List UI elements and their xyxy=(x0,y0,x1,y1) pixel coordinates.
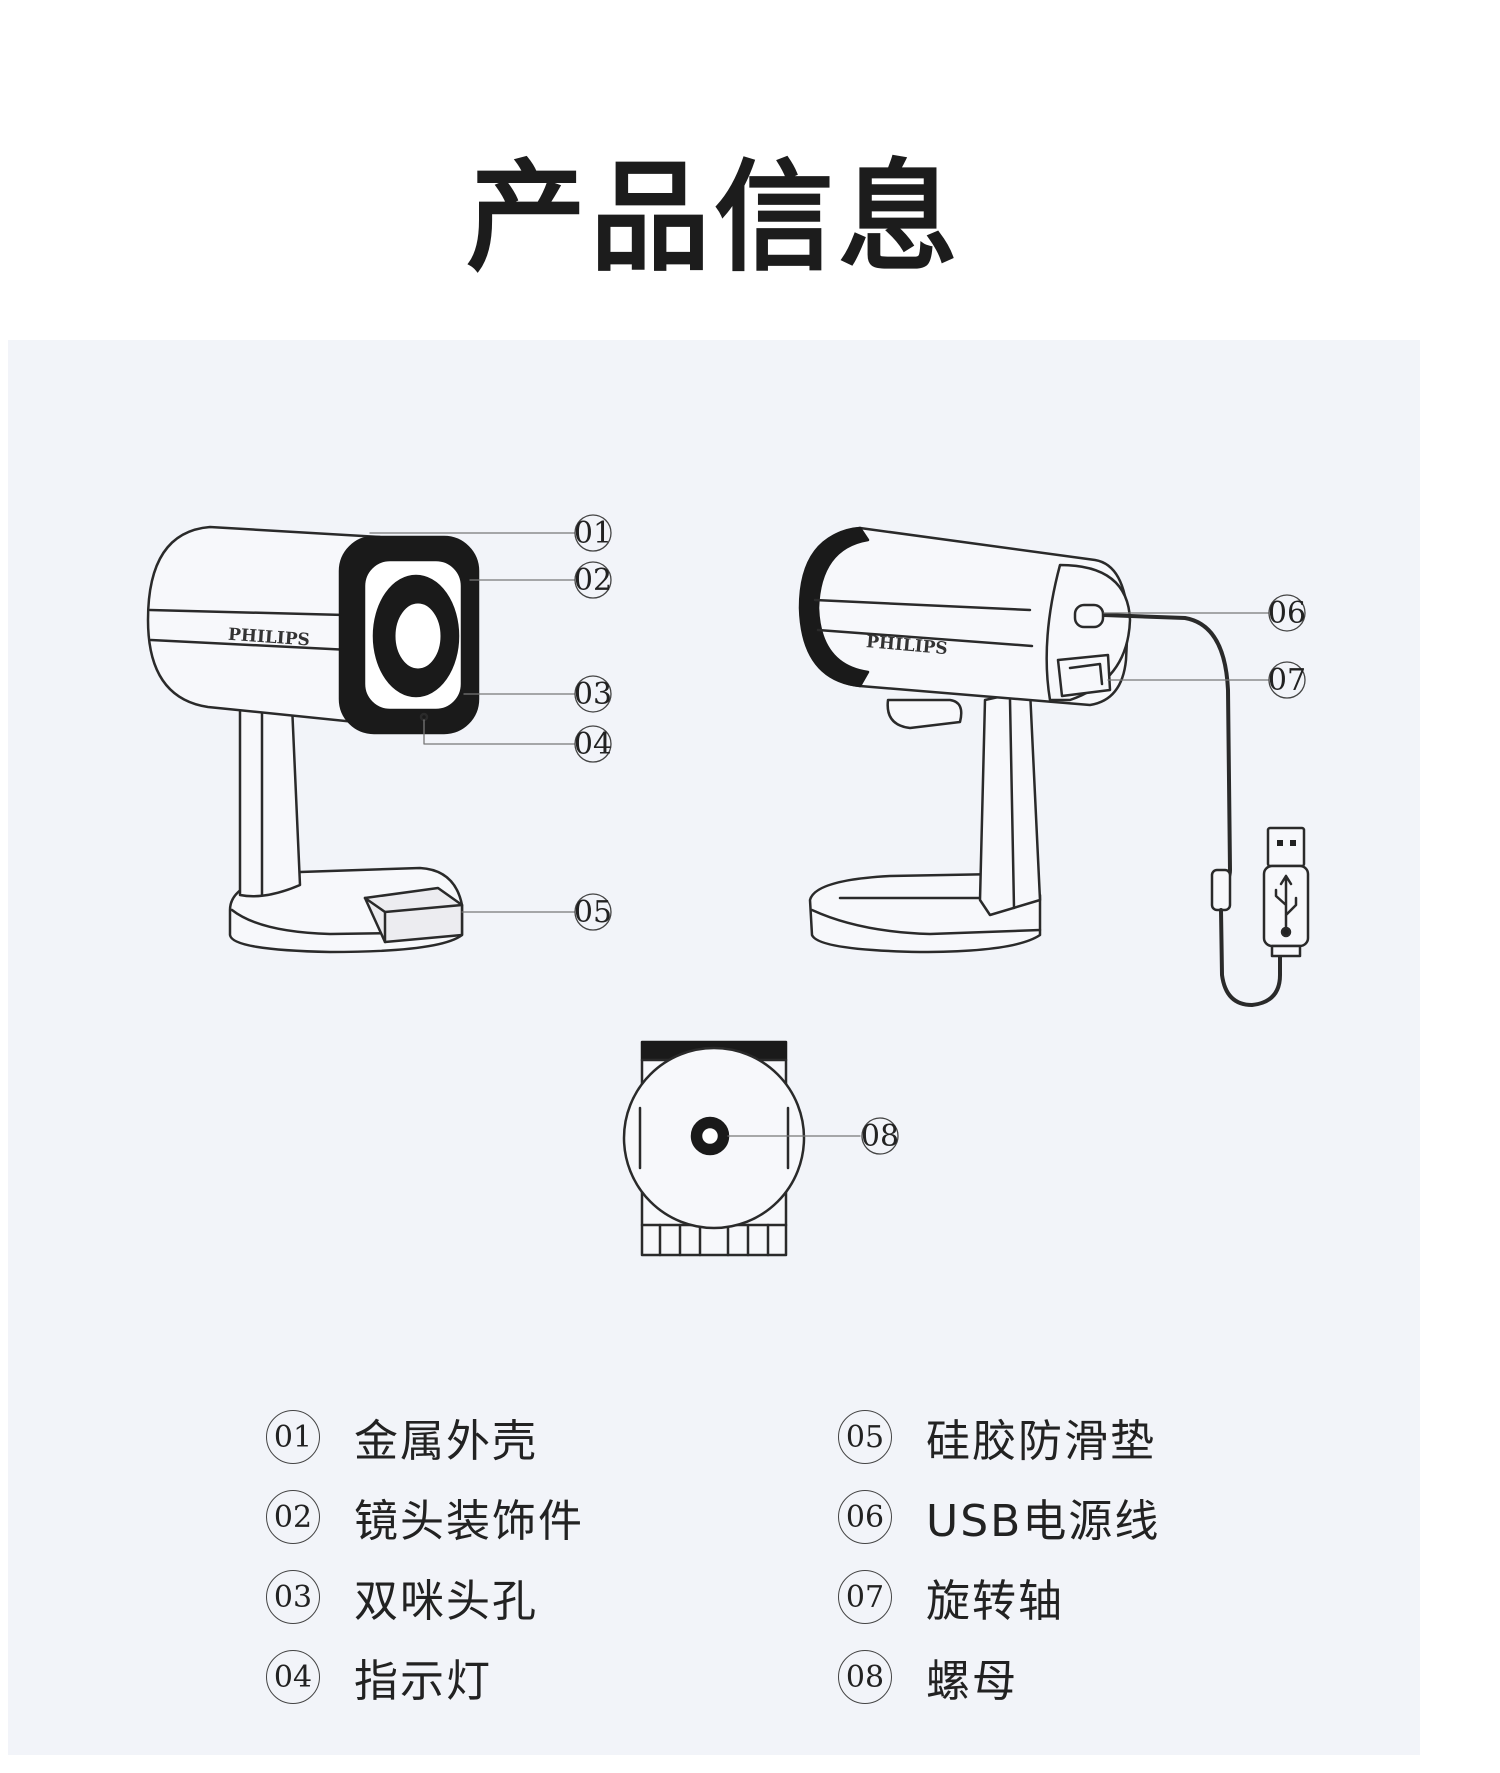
callout-05-text: 05 xyxy=(574,895,612,930)
callout-07-text: 07 xyxy=(1268,663,1306,698)
callout-01-text: 01 xyxy=(574,516,612,551)
front-stand xyxy=(238,678,302,898)
callout-08: 08 xyxy=(861,1117,899,1155)
callout-05: 05 xyxy=(574,893,612,931)
callout-04: 04 xyxy=(574,725,612,763)
callout-03: 03 xyxy=(574,675,612,713)
bottom-view-camera xyxy=(622,1040,806,1257)
usb-port xyxy=(1073,603,1105,629)
callout-03-text: 03 xyxy=(574,677,612,712)
callout-06-text: 06 xyxy=(1268,596,1306,631)
callout-07: 07 xyxy=(1268,661,1306,699)
callout-04-text: 04 xyxy=(574,727,612,762)
front-leaders xyxy=(369,532,575,913)
callout-06: 06 xyxy=(1268,594,1306,632)
callout-02: 02 xyxy=(574,561,612,599)
usb-plug xyxy=(1262,826,1310,958)
back-leaders xyxy=(1103,612,1269,681)
back-view-camera: PHILIPS xyxy=(798,526,1310,1007)
back-front-rim xyxy=(798,526,870,688)
callout-02-text: 02 xyxy=(574,563,612,598)
callout-markers: 01 02 03 04 05 06 07 08 xyxy=(574,514,1306,1155)
callout-01: 01 xyxy=(574,514,612,552)
callout-08-text: 08 xyxy=(861,1119,899,1154)
front-view-camera: PHILIPS xyxy=(146,525,480,954)
silicone-pad xyxy=(363,886,464,944)
page-title: 产品信息 xyxy=(466,149,962,288)
front-body xyxy=(146,525,387,727)
indicator-light xyxy=(419,712,429,722)
nut-inner xyxy=(699,1125,721,1147)
